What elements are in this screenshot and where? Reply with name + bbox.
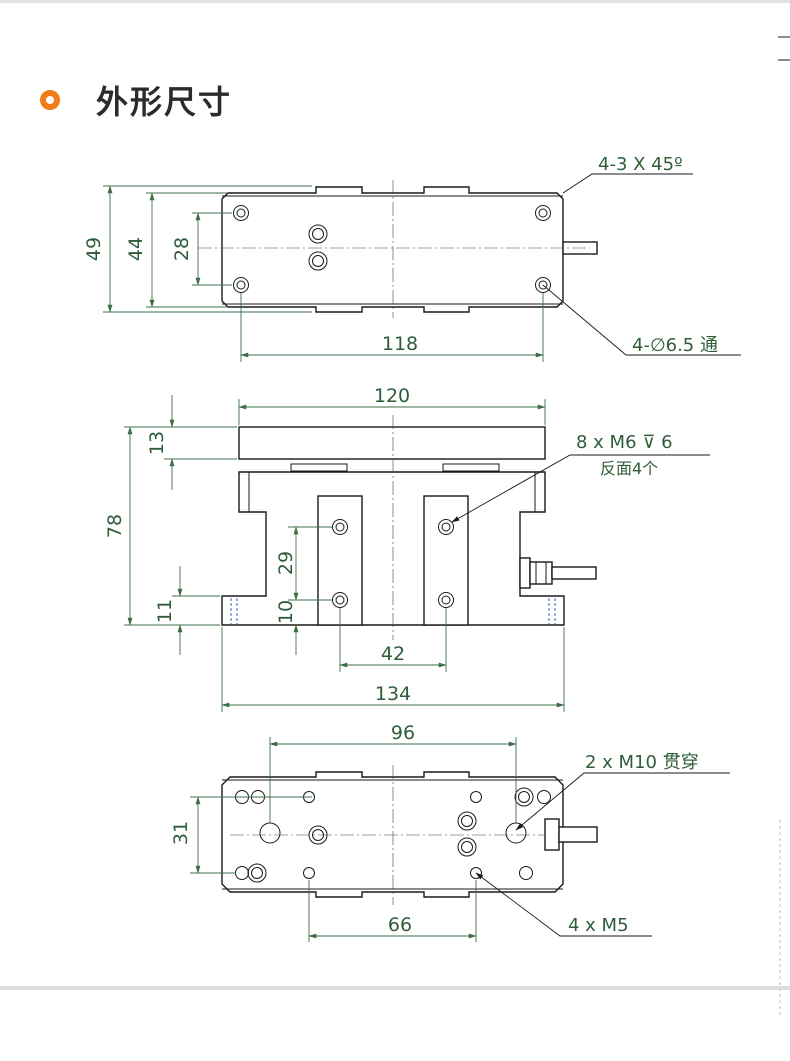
section-title: 外形尺寸	[96, 83, 233, 121]
thread-note: 8 x M6 ⊽ 6	[576, 432, 673, 453]
edge-marks	[778, 36, 790, 1015]
dim-28-label: 28	[171, 237, 193, 261]
bottom-rule	[0, 986, 790, 990]
dim-31-label: 31	[170, 821, 192, 845]
through-note: 2 x M10 贯穿	[585, 752, 699, 773]
bottom-view-plate	[221, 771, 564, 898]
dim-134-label: 134	[375, 683, 411, 705]
top-view	[198, 180, 598, 318]
dim-44-label: 44	[125, 237, 147, 261]
dim-118-label: 118	[382, 333, 418, 355]
dim-29-label: 29	[275, 551, 297, 575]
dim-49-label: 49	[83, 237, 105, 261]
top-view-plate	[221, 186, 564, 313]
top-rule	[0, 0, 790, 3]
dim-11-label: 11	[154, 599, 176, 623]
dim-96-label: 96	[391, 722, 415, 744]
dim-42-label: 42	[381, 643, 405, 665]
dim-10-label: 10	[275, 600, 297, 624]
cable-connector	[519, 557, 597, 589]
m5-note: 4 x M5	[568, 915, 629, 936]
front-view-dimensions: 120 13 78 29 10 11 42 134 8 x M6 ⊽ 6 反面4…	[104, 385, 710, 712]
bottom-view	[221, 765, 598, 905]
mounting-holes	[233, 205, 551, 293]
m6-threaded-holes	[332, 519, 454, 608]
ring-icon	[40, 90, 60, 110]
section-header: 外形尺寸	[40, 78, 232, 122]
dim-66-label: 66	[388, 914, 412, 936]
chamfer-note: 4-3 X 45º	[598, 154, 683, 175]
hole-note: 4-∅6.5 通	[632, 335, 718, 356]
dim-78-label: 78	[104, 514, 126, 538]
bottom-view-dimensions: 96 31 66 2 x M10 贯穿 4 x M5	[170, 722, 730, 942]
thread-note-sub: 反面4个	[600, 459, 658, 478]
front-view	[221, 415, 597, 640]
top-view-dimensions: 49 44 28 118 4-3 X 45º 4-∅6.5 通	[83, 154, 741, 362]
top-plate	[238, 426, 546, 460]
dim-120-label: 120	[374, 385, 410, 407]
dim-13-label: 13	[146, 431, 168, 455]
